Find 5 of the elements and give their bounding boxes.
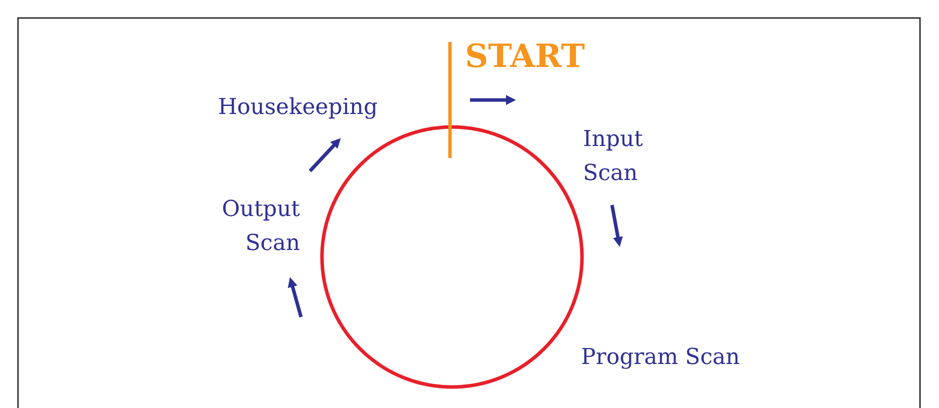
- stage-label: Program Scan: [581, 344, 740, 372]
- stage-label: Input Scan: [583, 126, 644, 188]
- stage-label: Output Scan: [220, 196, 300, 258]
- start-label: START: [465, 36, 585, 76]
- stage-label: Housekeeping: [218, 94, 378, 122]
